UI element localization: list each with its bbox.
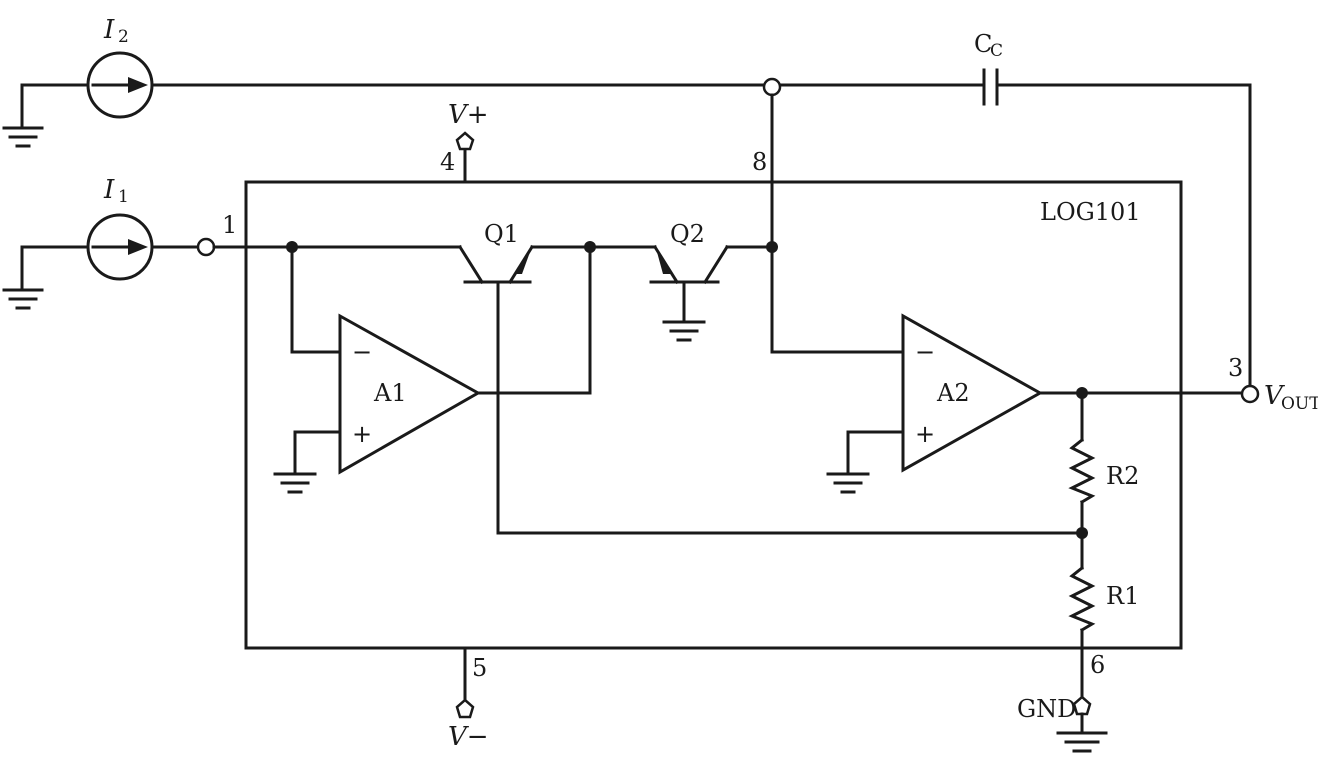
q1-label: Q1: [484, 220, 519, 248]
vout-label: V: [1264, 381, 1285, 411]
i1-label-sub: 1: [118, 187, 129, 207]
a1-label: A1: [373, 379, 407, 407]
a2-minus: −: [915, 338, 935, 366]
transistor-q2: [649, 244, 774, 324]
pin-8-label: 8: [752, 148, 767, 176]
vplus-terminal: [455, 131, 475, 151]
cc-label-sub: C: [990, 41, 1003, 61]
i2-label: I: [103, 15, 115, 45]
i1-label: I: [103, 175, 115, 205]
vout-label-sub: OUT: [1281, 394, 1318, 414]
pin-1-terminal: [196, 237, 216, 257]
capacitor-cc: [982, 68, 999, 106]
resistor-r2: [1068, 437, 1096, 505]
vplus-label: V+: [448, 100, 489, 130]
ground-symbol-i2: [2, 126, 44, 148]
cc-label: C: [974, 30, 992, 58]
resistor-r1: [1068, 565, 1096, 633]
gnd-label: GND: [1017, 695, 1076, 723]
a1-plus: +: [352, 420, 372, 448]
vminus-label: V−: [448, 722, 489, 752]
chip-label: LOG101: [1040, 198, 1141, 226]
ground-symbol-a1: [273, 472, 317, 494]
a1-minus: −: [352, 338, 372, 366]
r2-label: R2: [1106, 462, 1139, 490]
vminus-terminal: [455, 698, 475, 719]
i2-label-sub: 2: [118, 27, 129, 47]
opamp-a1: [293, 313, 482, 476]
ground-symbol-a2: [826, 472, 870, 494]
r1-label: R1: [1106, 582, 1139, 610]
pin-6-label: 6: [1090, 651, 1105, 679]
pin-1-label: 1: [222, 211, 237, 239]
pin-5-label: 5: [472, 654, 487, 682]
a2-plus: +: [915, 420, 935, 448]
opamp-a2: [846, 313, 1044, 476]
node-terminal-top: [762, 77, 782, 97]
pin-4-label: 4: [440, 148, 455, 176]
vout-terminal: [1240, 384, 1260, 404]
current-source-i2: [20, 51, 154, 130]
ground-symbol-gnd: [1056, 731, 1108, 753]
current-source-i1: [20, 213, 200, 292]
a2-label: A2: [936, 379, 970, 407]
ground-symbol-q2: [662, 320, 706, 342]
q2-label: Q2: [670, 220, 705, 248]
ground-symbol-i1: [2, 288, 44, 310]
ic-outline: [244, 180, 1183, 650]
transistor-q1: [457, 244, 535, 535]
pin-3-label: 3: [1228, 354, 1243, 382]
